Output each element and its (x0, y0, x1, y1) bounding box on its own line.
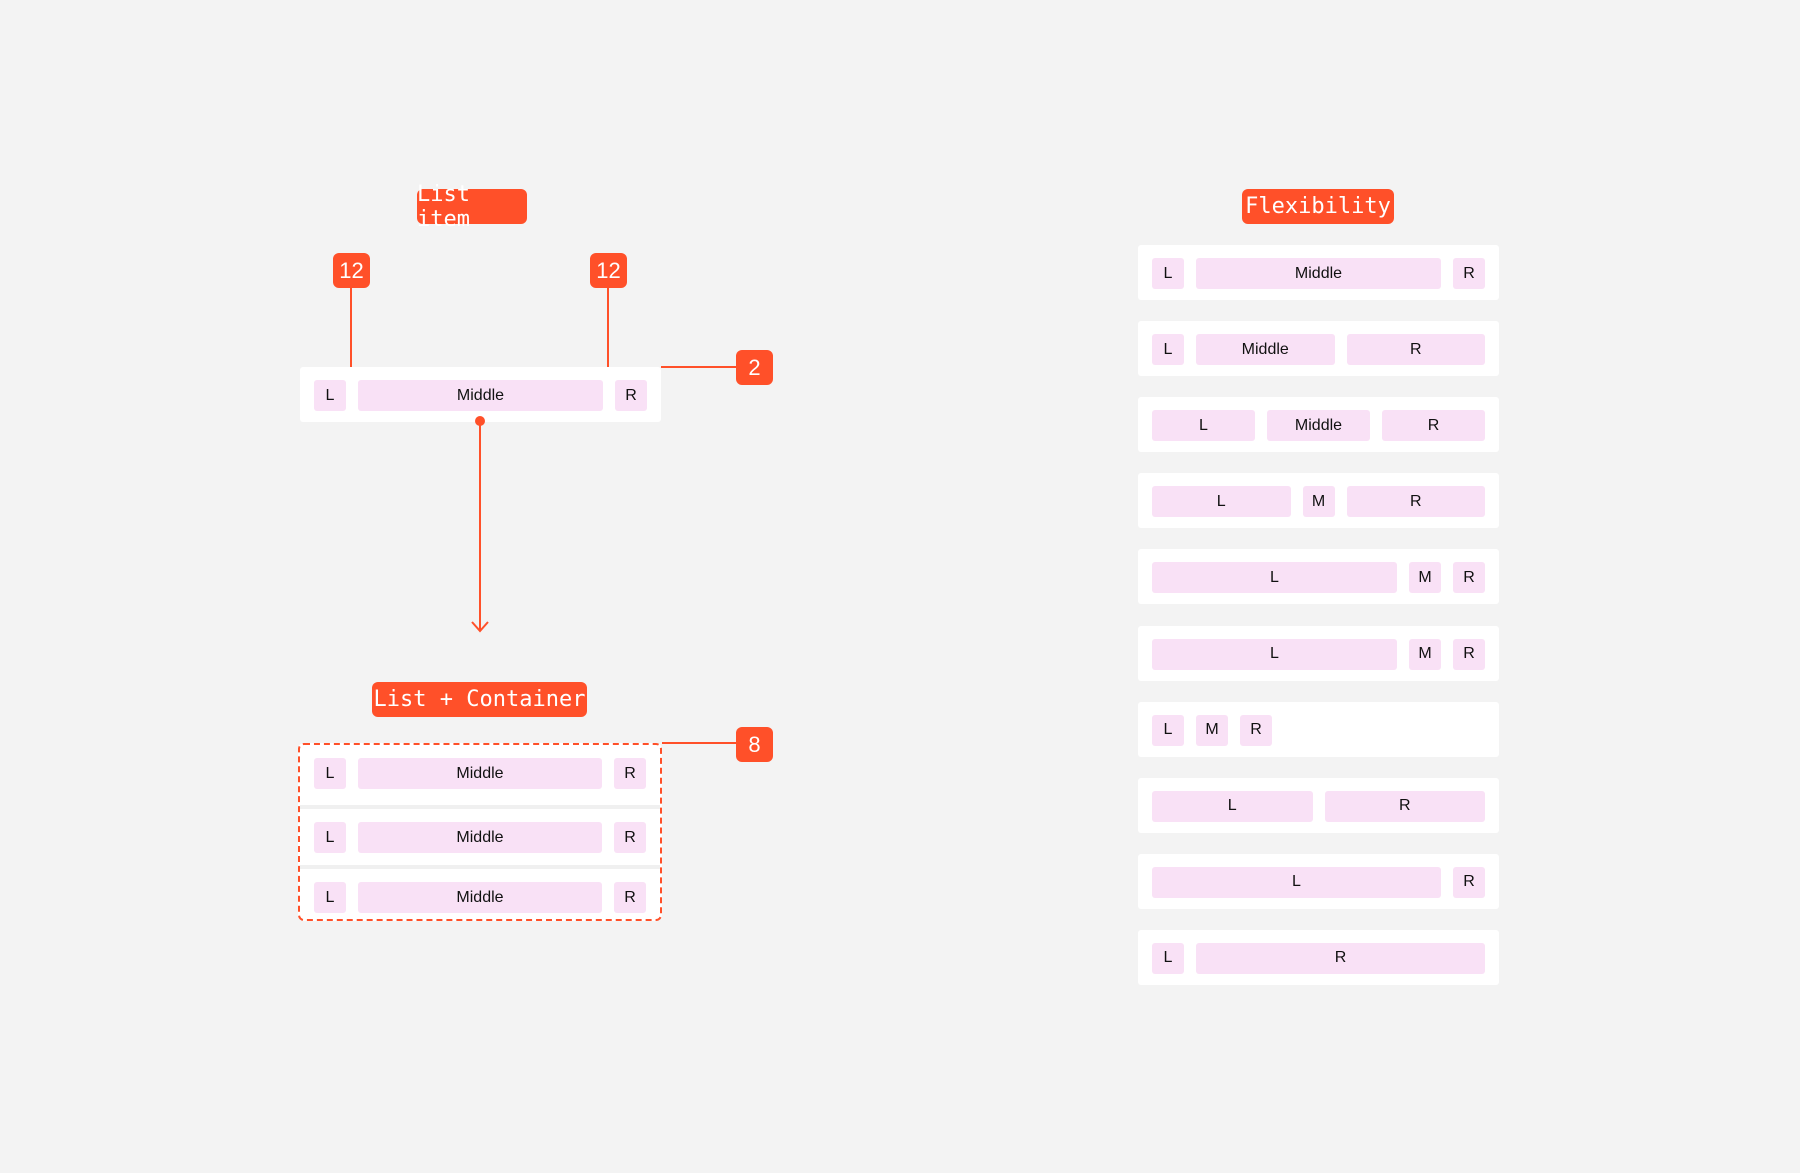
cell-middle: Middle (358, 380, 603, 411)
cell-m: M (1409, 562, 1441, 594)
padding-right-badge: 12 (590, 253, 627, 288)
flexibility-row: L Middle R (1138, 397, 1499, 453)
cell-r: R (1196, 942, 1485, 974)
cell-middle: Middle (1196, 258, 1441, 289)
gap-badge: 2 (736, 350, 773, 385)
cell-l: L (1152, 866, 1441, 898)
spacing-badge: 8 (736, 727, 773, 762)
cell-r: R (1346, 486, 1485, 518)
cell-l: L (1152, 942, 1184, 974)
cell-m: M (1196, 714, 1228, 746)
cell-l: L (1152, 562, 1397, 594)
flexibility-title-badge: Flexibility (1242, 189, 1394, 224)
flexibility-row: L Middle R (1138, 245, 1499, 300)
cell-r: R (1346, 334, 1485, 366)
cell-r: R (1453, 562, 1485, 594)
cell-r: R (1453, 638, 1485, 670)
cell-middle: Middle (358, 758, 602, 789)
cell-middle: Middle (358, 822, 602, 853)
cell-l: L (314, 380, 346, 411)
cell-l: L (1152, 638, 1397, 670)
cell-middle: Middle (1267, 410, 1370, 442)
spacing-line (662, 742, 737, 744)
cell-l: L (314, 822, 346, 853)
cell-l: L (1152, 486, 1291, 518)
cell-l: L (314, 882, 346, 913)
padding-left-line (350, 287, 352, 388)
cell-r: R (615, 380, 647, 411)
cell-r: R (614, 758, 646, 789)
cell-l: L (1152, 258, 1184, 289)
cell-r: R (614, 882, 646, 913)
list-item: L Middle R (300, 367, 661, 422)
cell-r: R (1382, 410, 1485, 442)
list-row: L Middle R (300, 805, 660, 865)
cell-r: R (1324, 790, 1485, 822)
padding-right-line (607, 287, 609, 388)
list-item-title-badge: List item (417, 182, 527, 232)
list-row: L Middle R (300, 865, 660, 919)
cell-m: M (1409, 638, 1441, 670)
flexibility-row: L Middle R (1138, 321, 1499, 377)
gap-line (661, 366, 737, 368)
cell-r: R (614, 822, 646, 853)
cell-middle: Middle (1196, 334, 1335, 366)
cell-r: R (1453, 258, 1485, 289)
arrow-down-icon (471, 621, 489, 633)
cell-l: L (1152, 410, 1255, 442)
cell-r: R (1240, 714, 1272, 746)
cell-l: L (314, 758, 346, 789)
list-container-title-badge: List + Container (372, 682, 587, 717)
connector-line (479, 421, 481, 631)
cell-l: L (1152, 334, 1184, 366)
list-row: L Middle R (300, 745, 660, 805)
cell-middle: Middle (358, 882, 602, 913)
cell-l: L (1152, 714, 1184, 746)
cell-m: M (1302, 486, 1335, 518)
cell-r: R (1453, 866, 1485, 898)
padding-left-badge: 12 (333, 253, 370, 288)
cell-l: L (1152, 790, 1313, 822)
